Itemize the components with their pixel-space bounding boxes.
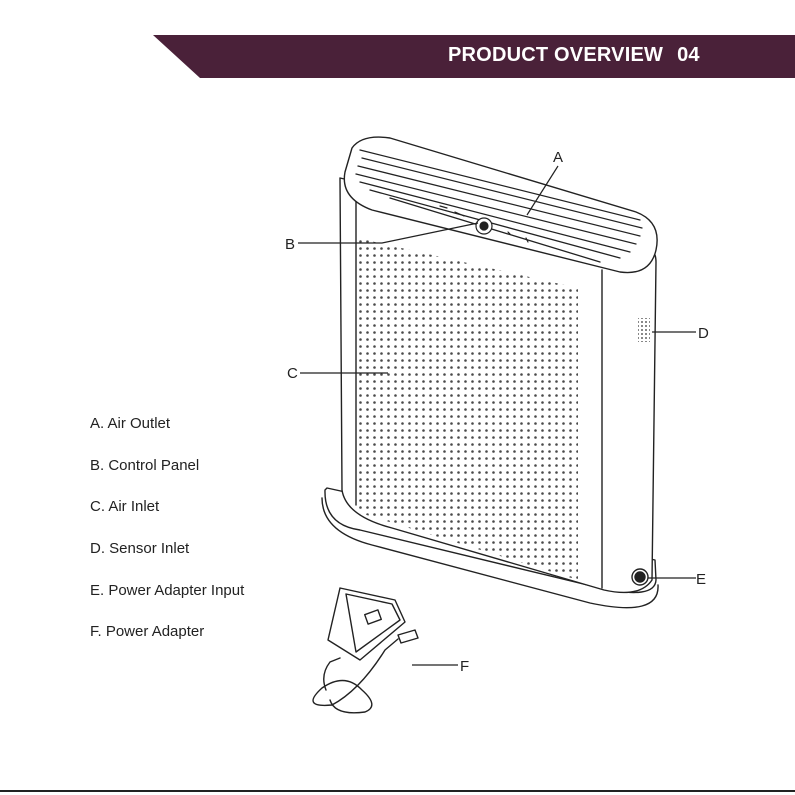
power-button-inner: [480, 222, 488, 230]
bottom-rule: [0, 790, 795, 792]
adapter-plug: [398, 630, 418, 643]
power-adapter-drawing: [313, 588, 418, 713]
legend-item-power-adapter: F. Power Adapter: [90, 622, 244, 642]
callout-f: F: [460, 658, 469, 675]
power-adapter-input: [635, 572, 645, 582]
air-purifier-drawing: [322, 137, 658, 608]
callout-b: B: [285, 236, 295, 253]
legend-item-sensor-inlet: D. Sensor Inlet: [90, 539, 244, 559]
callout-a: A: [553, 149, 563, 166]
legend-item-power-adapter-input: E. Power Adapter Input: [90, 581, 244, 601]
callout-c: C: [287, 365, 298, 382]
callout-d: D: [698, 325, 709, 342]
callout-e: E: [696, 571, 706, 588]
legend-item-control-panel: B. Control Panel: [90, 456, 244, 476]
legend-item-air-outlet: A. Air Outlet: [90, 414, 244, 434]
parts-legend: A. Air Outlet B. Control Panel C. Air In…: [90, 414, 244, 664]
legend-item-air-inlet: C. Air Inlet: [90, 497, 244, 517]
sensor-inlet: [638, 318, 650, 342]
